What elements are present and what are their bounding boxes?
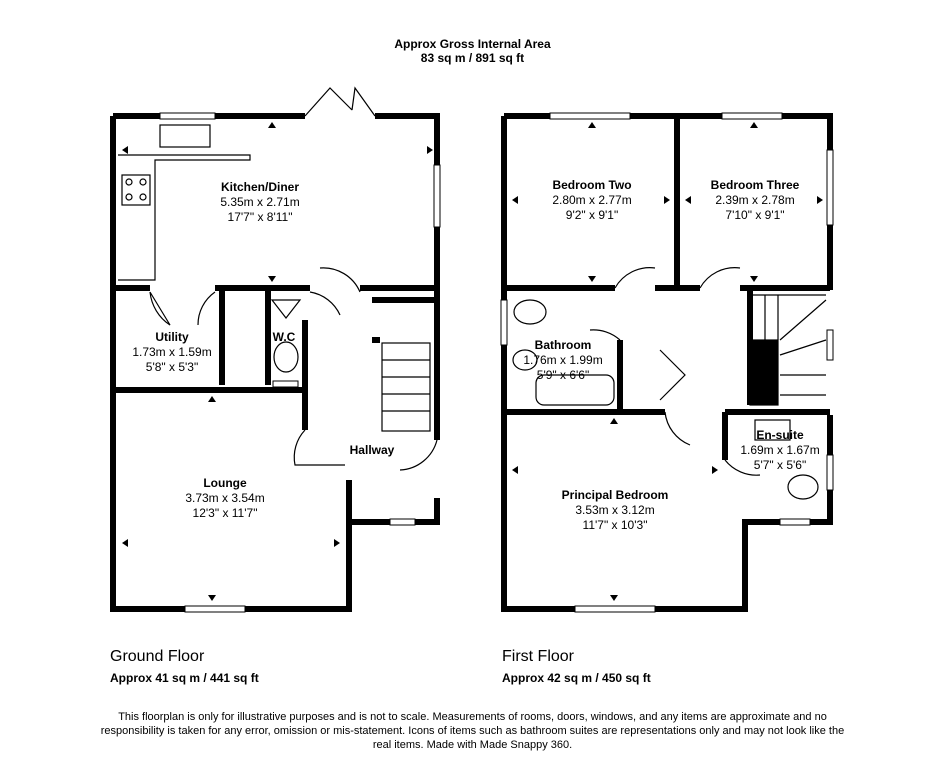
toilet-icon [273,341,299,373]
area-title: Approx Gross Internal Area [394,37,551,51]
room-utility: Utility 1.73m x 1.59m 5'8" x 5'3" [118,330,226,375]
stairs-first [752,294,827,396]
room-imperial: 11'7" x 10'3" [582,518,648,532]
room-imperial: 9'2" x 9'1" [565,208,619,222]
basin-icon [270,299,302,319]
room-imperial: 5'9" x 6'6" [536,368,590,382]
sink-icon [159,124,211,148]
toilet-icon-ensuite [787,474,819,500]
room-metric: 2.39m x 2.78m [715,193,795,207]
door-swing [149,291,171,326]
room-imperial: 5'7" x 5'6" [753,458,807,472]
bath-icon [535,374,615,406]
room-metric: 1.76m x 1.99m [523,353,603,367]
room-bedroom-three: Bedroom Three 2.39m x 2.78m 7'10" x 9'1" [700,178,810,223]
kitchen-counter [118,154,251,281]
room-name: Bedroom Three [710,178,800,192]
room-metric: 1.69m x 1.67m [740,443,820,457]
room-wc: W.C [266,330,302,345]
room-hallway: Hallway [340,443,404,458]
room-name: Lounge [203,476,247,490]
first-windows [500,112,834,613]
room-bathroom: Bathroom 1.76m x 1.99m 5'9" x 6'6" [508,338,618,383]
room-name: Hallway [349,443,395,457]
room-name: Bedroom Two [552,178,632,192]
hob-icon [121,174,151,206]
total-area: 83 sq m / 891 sq ft [420,51,525,65]
first-floor-area: Approx 42 sq m / 450 sq ft [502,671,651,685]
shower-icon [754,419,791,441]
room-imperial: 17'7" x 8'11" [227,210,293,224]
dimension-arrows [122,122,823,601]
room-name: En-suite [756,428,804,442]
room-imperial: 5'8" x 5'3" [145,360,199,374]
ground-windows [159,112,441,613]
room-bedroom-two: Bedroom Two 2.80m x 2.77m 9'2" x 9'1" [537,178,647,223]
room-name: Principal Bedroom [561,488,669,502]
room-ensuite: En-suite 1.69m x 1.67m 5'7" x 5'6" [730,428,830,473]
room-lounge: Lounge 3.73m x 3.54m 12'3" x 11'7" [170,476,280,521]
room-metric: 1.73m x 1.59m [132,345,212,359]
stairwell-void [749,339,779,406]
room-name: W.C [272,330,296,344]
room-metric: 3.53m x 3.12m [575,503,655,517]
ground-floor-label: Ground Floor [110,648,205,665]
stairs-ground [381,342,431,432]
room-name: Kitchen/Diner [220,180,299,194]
room-imperial: 7'10" x 9'1" [725,208,785,222]
toilet-icon-bath [513,299,547,325]
room-metric: 2.80m x 2.77m [552,193,632,207]
room-imperial: 12'3" x 11'7" [192,506,258,520]
basin-icon-bath [512,349,538,371]
room-name: Bathroom [534,338,592,352]
room-name: Utility [155,330,189,344]
room-metric: 5.35m x 2.71m [220,195,300,209]
disclaimer: This floorplan is only for illustrative … [100,711,845,751]
ground-floor-area: Approx 41 sq m / 441 sq ft [110,671,259,685]
room-kitchen: Kitchen/Diner 5.35m x 2.71m 17'7" x 8'11… [205,180,315,225]
room-principal-bedroom: Principal Bedroom 3.53m x 3.12m 11'7" x … [545,488,685,533]
room-metric: 3.73m x 3.54m [185,491,265,505]
french-doors [304,86,376,117]
first-floor-label: First Floor [502,648,574,665]
